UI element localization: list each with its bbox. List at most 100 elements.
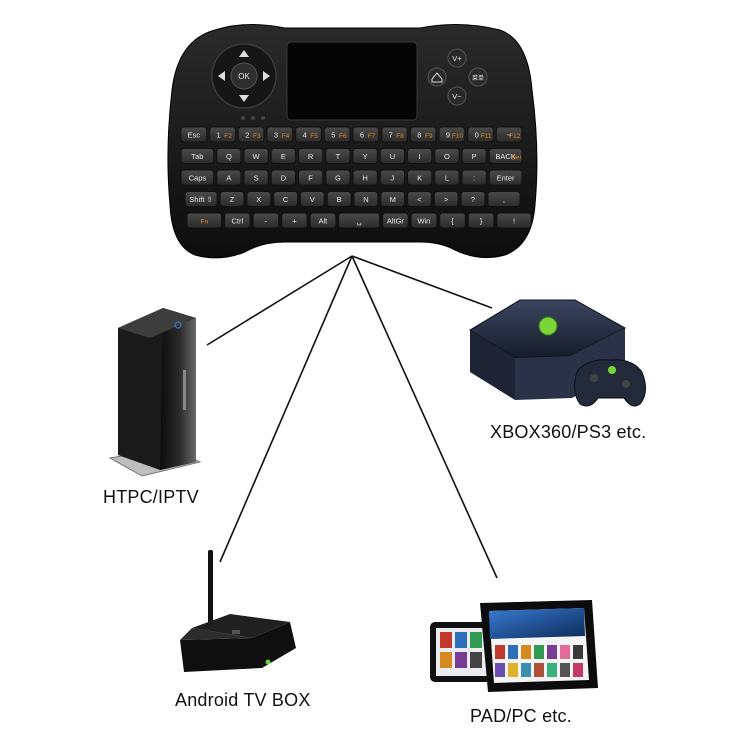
key-1-11[interactable]: [488, 148, 523, 164]
key-4-1[interactable]: [224, 212, 251, 229]
key-3-0[interactable]: [184, 191, 218, 207]
key-4-8[interactable]: [439, 212, 466, 229]
key-label: -: [265, 217, 268, 226]
key-1-8[interactable]: [407, 148, 433, 164]
dpad[interactable]: OK: [211, 43, 277, 109]
key-label: A: [226, 174, 231, 183]
key-2-5[interactable]: [325, 169, 351, 186]
key-1-7[interactable]: [379, 148, 406, 164]
key-3-1[interactable]: [219, 191, 245, 207]
key-1-3[interactable]: [270, 148, 297, 164]
key-3-6[interactable]: [353, 191, 379, 207]
key-1-2[interactable]: [243, 148, 269, 164]
controller-button-icon: [608, 366, 616, 374]
key-0-11[interactable]: [495, 126, 523, 143]
key-label: AltGr: [387, 217, 405, 226]
key-3-10[interactable]: [460, 191, 486, 207]
key-2-11[interactable]: [488, 169, 523, 186]
key-4-7[interactable]: [410, 212, 438, 229]
key-label: Enter: [497, 174, 515, 183]
dpad-down-icon[interactable]: [239, 95, 249, 102]
key-0-2[interactable]: [237, 126, 265, 143]
key-label: Caps: [189, 174, 207, 183]
key-3-4[interactable]: [299, 191, 325, 207]
volume-up-button[interactable]: [447, 48, 467, 68]
key-0-1[interactable]: [209, 126, 236, 143]
key-1-1[interactable]: [216, 148, 242, 164]
key-3-8[interactable]: [407, 191, 432, 207]
key-0-10[interactable]: [467, 126, 494, 143]
key-4-2[interactable]: [252, 212, 280, 229]
key-label: 6: [360, 131, 364, 140]
key-2-3[interactable]: [270, 169, 297, 186]
key-3-9[interactable]: [433, 191, 459, 207]
key-label: }: [480, 217, 483, 226]
key-3-7[interactable]: [380, 191, 406, 207]
key-3-2[interactable]: [246, 191, 272, 207]
ok-button[interactable]: OK: [238, 72, 250, 81]
key-4-10[interactable]: [496, 212, 532, 229]
key-1-10[interactable]: [461, 148, 487, 164]
key-1-5[interactable]: [325, 148, 351, 164]
key-2-6[interactable]: [352, 169, 378, 186]
fn-key-label: F9: [425, 133, 433, 140]
key-0-8[interactable]: [409, 126, 437, 143]
key-1-4[interactable]: [298, 148, 324, 164]
key-2-7[interactable]: [379, 169, 406, 186]
key-label: <: [417, 195, 422, 204]
line-to-pad: [351, 255, 498, 579]
tvbox-antenna: [208, 550, 213, 628]
key-1-9[interactable]: [434, 148, 460, 164]
fn-key-label: F10: [452, 133, 464, 140]
key-2-2[interactable]: [243, 169, 269, 186]
key-1-6[interactable]: [352, 148, 378, 164]
key-3-5[interactable]: [326, 191, 352, 207]
htpc-slot: [183, 370, 186, 410]
key-3-11[interactable]: [487, 191, 521, 207]
key-0-5[interactable]: [323, 126, 351, 143]
dpad-up-icon[interactable]: [239, 50, 249, 57]
line-to-htpc: [206, 255, 353, 346]
led-icon: [251, 116, 255, 120]
key-0-7[interactable]: [381, 126, 408, 143]
fn-key-label: F6: [339, 133, 347, 140]
key-0-6[interactable]: [352, 126, 380, 143]
key-label: Z: [230, 195, 235, 204]
key-2-1[interactable]: [216, 169, 242, 186]
key-0-3[interactable]: [266, 126, 294, 143]
del-key-label: Del: [511, 155, 521, 162]
key-label: 4: [303, 131, 307, 140]
key-0-0[interactable]: [180, 126, 208, 143]
home-button[interactable]: [427, 67, 447, 87]
xbox-logo-icon: [538, 316, 558, 336]
key-4-5[interactable]: [338, 212, 381, 229]
key-4-4[interactable]: [309, 212, 337, 229]
key-2-10[interactable]: [461, 169, 487, 186]
key-4-9[interactable]: [467, 212, 495, 229]
key-label: V: [310, 195, 315, 204]
tablet-banner: [489, 608, 585, 639]
key-label: ,: [503, 195, 505, 204]
key-0-4[interactable]: [295, 126, 322, 143]
tablet-thumbnails: [495, 645, 583, 677]
key-3-3[interactable]: [273, 191, 299, 207]
dpad-left-icon[interactable]: [218, 71, 225, 81]
key-0-9[interactable]: [438, 126, 466, 143]
key-2-0[interactable]: [180, 169, 215, 186]
key-1-0[interactable]: [180, 148, 215, 164]
tvbox-logo: [232, 630, 240, 634]
touchpad[interactable]: [286, 41, 418, 121]
key-4-0[interactable]: [186, 212, 222, 229]
key-2-4[interactable]: [298, 169, 324, 186]
dpad-right-icon[interactable]: [263, 71, 270, 81]
key-2-8[interactable]: [407, 169, 433, 186]
key-4-6[interactable]: [382, 212, 409, 229]
menu-button[interactable]: [468, 67, 488, 87]
volume-down-button[interactable]: [447, 86, 467, 106]
key-label: Alt: [319, 217, 329, 226]
key-label: J: [391, 174, 395, 183]
key-label: 9: [446, 131, 450, 140]
key-4-3[interactable]: [281, 212, 308, 229]
key-2-9[interactable]: [434, 169, 460, 186]
